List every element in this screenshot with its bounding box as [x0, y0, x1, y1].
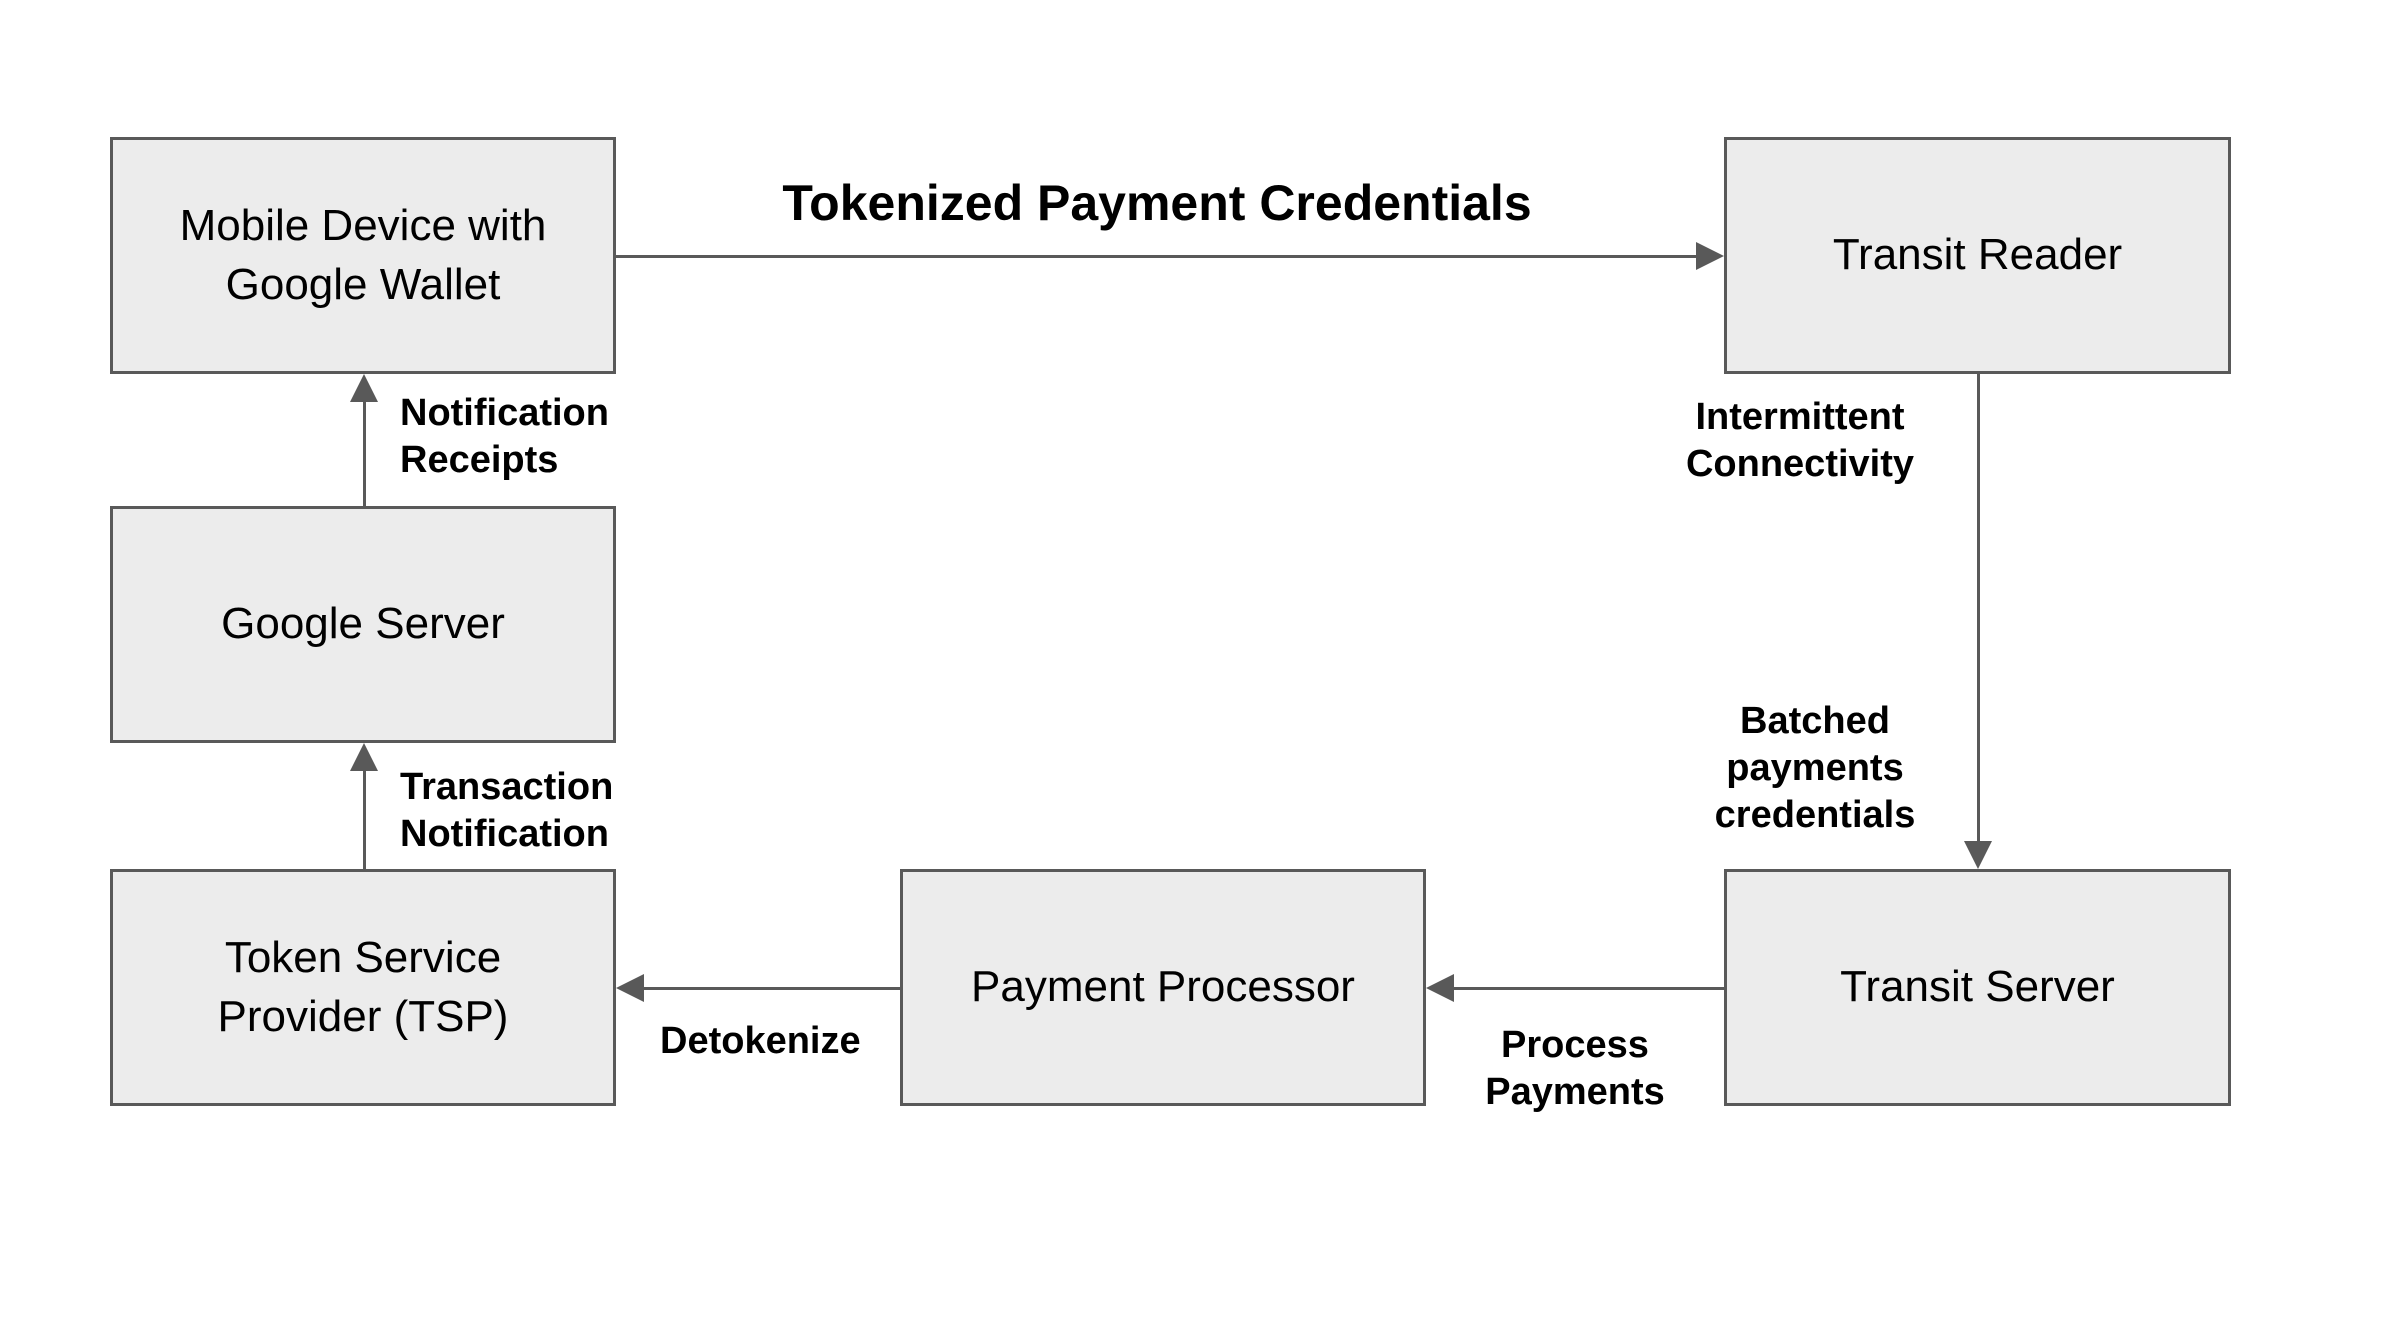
edge-label-intermittent-connectivity: Intermittent Connectivity	[1685, 396, 1915, 485]
edge-label-tokenized-payment-credentials: Tokenized Payment Credentials	[782, 175, 1532, 231]
arrow-line-mobile-to-reader	[616, 255, 1698, 258]
arrowhead-up-icon	[350, 374, 378, 402]
edge-label-process-payments: Process Payments	[1485, 1024, 1665, 1113]
node-google-server: Google Server	[110, 506, 616, 743]
edge-label-transaction-notification: Transaction Notification	[400, 766, 614, 855]
arrowhead-right-icon	[1696, 242, 1724, 270]
arrowhead-left-icon	[1426, 974, 1454, 1002]
node-token-service-provider: Token Service Provider (TSP)	[110, 869, 616, 1106]
node-mobile-device: Mobile Device with Google Wallet	[110, 137, 616, 374]
arrowhead-down-icon	[1964, 841, 1992, 869]
arrow-line-processor-to-tsp	[644, 987, 900, 990]
arrowhead-left-icon	[616, 974, 644, 1002]
arrowhead-up-icon	[350, 743, 378, 771]
node-payment-processor: Payment Processor	[900, 869, 1426, 1106]
arrow-line-transit-server-to-processor	[1452, 987, 1724, 990]
arrow-line-reader-to-transit-server	[1977, 374, 1980, 841]
edge-label-detokenize: Detokenize	[660, 1020, 861, 1062]
edge-label-notification-receipts: Notification Receipts	[400, 392, 609, 481]
edge-label-batched-payments-credentials: Batched payments credentials	[1714, 700, 1916, 836]
node-transit-reader: Transit Reader	[1724, 137, 2231, 374]
arrow-line-google-server-to-mobile	[363, 400, 366, 506]
arrow-line-tsp-to-google-server	[363, 769, 366, 869]
node-transit-server: Transit Server	[1724, 869, 2231, 1106]
